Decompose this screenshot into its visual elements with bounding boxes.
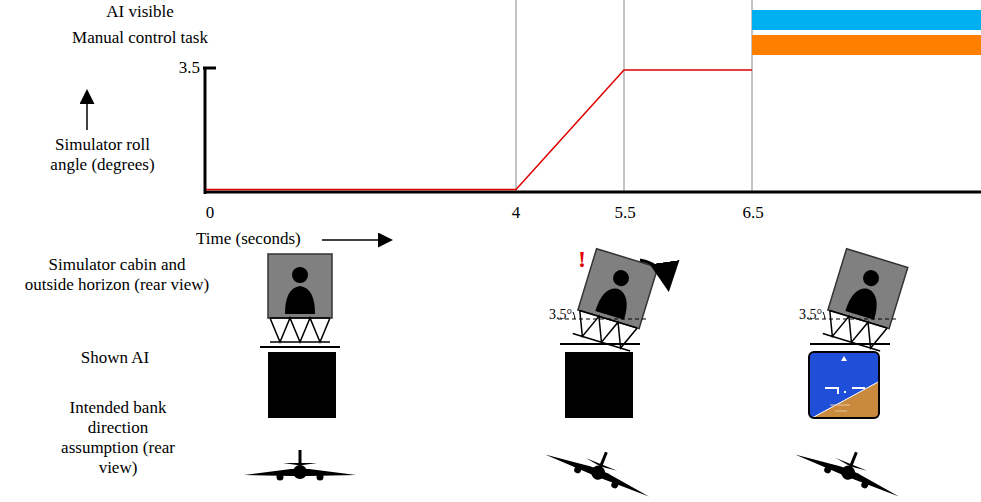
tick-label: 0 [200,203,220,223]
legend-label: Manual control task [40,28,240,48]
row-label: Shown AI [40,348,190,368]
tick-label: 6.5 [736,203,770,223]
tick-label: 5.5 [608,203,642,223]
axis-title: Simulator roll angle (degrees) [35,135,170,175]
legend-label: AI visible [40,2,240,22]
legend-bar [752,35,981,55]
tick-label: 4 [506,203,526,223]
row-label: Simulator cabin and outside horizon (rea… [22,255,212,295]
row-label: Intended bank direction assumption (rear… [48,398,188,478]
angle-label: 3.5° [528,306,572,323]
tick-value: 3.5 [160,58,200,78]
legend-bar [752,10,981,30]
alert-mark: ! [576,246,588,273]
axis-title: Time (seconds) [196,229,320,249]
angle-label: 3.5° [778,306,822,323]
